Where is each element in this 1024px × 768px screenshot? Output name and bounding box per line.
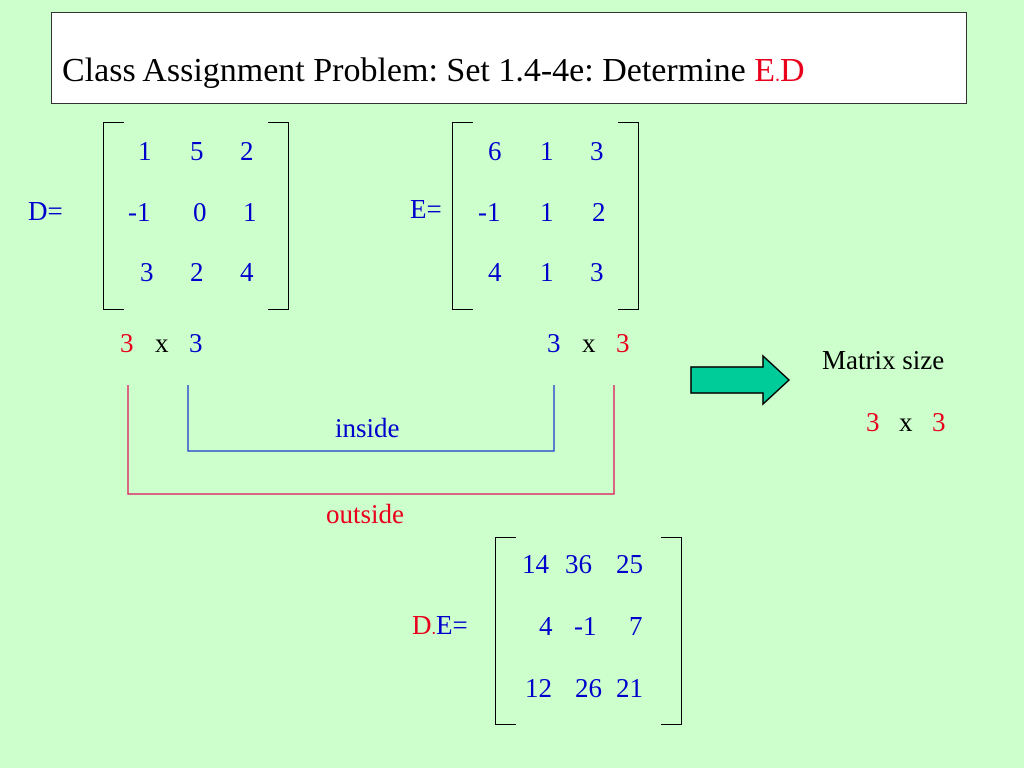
matrix-e-cell: 6 <box>488 136 502 166</box>
matrix-e-cell: 4 <box>488 257 502 287</box>
matrix-d-cell: 1 <box>138 136 152 166</box>
matrix-e-label: E= <box>410 194 442 224</box>
product-left-bracket <box>495 537 516 725</box>
title-text: Class Assignment Problem: Set 1.4-4e: De… <box>62 52 755 89</box>
matrix-size-cols: 3 <box>932 407 946 437</box>
matrix-e-size-x: x <box>582 328 596 358</box>
matrix-d-size-cols: 3 <box>189 328 203 358</box>
matrix-e-left-bracket <box>452 122 473 310</box>
inside-label: inside <box>335 413 400 443</box>
matrix-size-x: x <box>899 407 913 437</box>
matrix-e-cell: 1 <box>540 257 554 287</box>
matrix-size-rows: 3 <box>866 407 880 437</box>
arrow-icon <box>690 354 791 406</box>
matrix-e-cell: 1 <box>540 136 554 166</box>
product-label-d: D <box>412 610 432 640</box>
matrix-d-cell: 1 <box>243 197 257 227</box>
matrix-e-cell: -1 <box>478 197 501 227</box>
title-highlight-dot: . <box>774 64 780 86</box>
outside-connector <box>127 385 615 495</box>
matrix-e-cell: 3 <box>590 257 604 287</box>
matrix-d-cell: -1 <box>128 197 151 227</box>
product-cell: 25 <box>616 549 643 579</box>
matrix-d-cell: 4 <box>240 257 254 287</box>
product-cell: 26 <box>575 673 602 703</box>
product-label: D.E= <box>412 610 468 643</box>
matrix-d-right-bracket <box>268 122 289 310</box>
product-cell: 21 <box>616 673 643 703</box>
matrix-d-label: D= <box>28 196 63 226</box>
matrix-e-size-rows: 3 <box>547 328 561 358</box>
product-cell: 36 <box>565 549 592 579</box>
title-highlight-e: E <box>754 52 775 89</box>
matrix-e-cell: 2 <box>592 197 606 227</box>
matrix-d-cell: 0 <box>193 197 207 227</box>
matrix-e-cell: 1 <box>540 197 554 227</box>
title-box: Class Assignment Problem: Set 1.4-4e: De… <box>51 12 967 104</box>
slide-title: Class Assignment Problem: Set 1.4-4e: De… <box>62 51 805 95</box>
matrix-d-cell: 2 <box>190 257 204 287</box>
matrix-size-heading: Matrix size <box>822 345 945 375</box>
product-label-dot: . <box>431 618 437 638</box>
product-cell: 4 <box>539 611 553 641</box>
matrix-d-cell: 5 <box>190 136 204 166</box>
matrix-d-size-rows: 3 <box>120 328 134 358</box>
product-right-bracket <box>661 537 682 725</box>
product-cell: 12 <box>525 673 552 703</box>
matrix-d-cell: 2 <box>240 136 254 166</box>
matrix-d-size-x: x <box>155 328 169 358</box>
matrix-e-right-bracket <box>618 122 639 310</box>
matrix-d-left-bracket <box>103 122 124 310</box>
title-highlight-d: D <box>779 52 805 89</box>
inside-connector <box>187 385 555 452</box>
matrix-e-cell: 3 <box>590 136 604 166</box>
product-cell: 7 <box>629 611 643 641</box>
matrix-d-cell: 3 <box>140 257 154 287</box>
outside-label: outside <box>326 499 404 529</box>
matrix-e-size-cols: 3 <box>616 328 630 358</box>
product-label-e: E= <box>436 610 468 640</box>
product-cell: -1 <box>574 611 597 641</box>
product-cell: 14 <box>522 549 549 579</box>
